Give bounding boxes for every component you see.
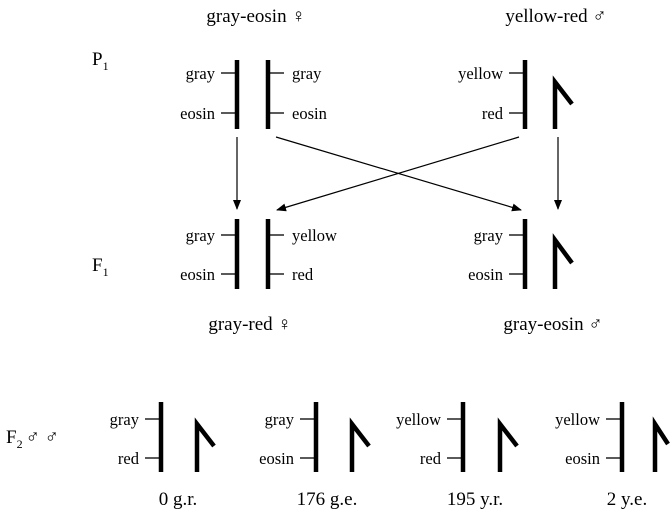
f1-male-title: gray-eosin ♂ — [503, 314, 602, 335]
allele-label: gray — [474, 226, 504, 245]
offspring-count: 195 y.r. — [447, 489, 503, 510]
f2-male-yellow-eosin: yellow eosin 2 y.e. — [555, 402, 670, 510]
allele-label: yellow — [292, 226, 337, 245]
offspring-count: 2 y.e. — [607, 489, 647, 510]
allele-label: gray — [186, 226, 216, 245]
f1-generation-label: F1 — [92, 255, 109, 279]
p1-female-chromosome-pair: gray eosin gray eosin — [180, 60, 327, 129]
allele-label: eosin — [180, 265, 215, 284]
chromosome-y — [349, 417, 371, 472]
allele-label: red — [482, 104, 504, 123]
allele-label: gray — [186, 64, 216, 83]
allele-label: eosin — [180, 104, 215, 123]
offspring-count: 0 g.r. — [159, 489, 198, 510]
allele-label: eosin — [292, 104, 327, 123]
chromosome-y — [552, 233, 574, 289]
allele-label: eosin — [565, 449, 600, 468]
f2-male-yellow-red: yellow red 195 y.r. — [396, 402, 519, 510]
f2-male-gray-eosin: gray eosin 176 g.e. — [259, 402, 371, 510]
allele-label: red — [292, 265, 314, 284]
f1-female-title: gray-red ♀ — [208, 314, 291, 335]
allele-label: gray — [265, 410, 295, 429]
chromosome-y — [194, 417, 216, 472]
f1-male-chromosome-pair: gray eosin — [468, 219, 574, 289]
allele-label: yellow — [396, 410, 441, 429]
f2-generation-label: F2♂ ♂ — [6, 427, 59, 451]
allele-label: yellow — [555, 410, 600, 429]
p1-female-title: gray-eosin ♀ — [206, 6, 305, 27]
p1-male-chromosome-pair: yellow red — [458, 60, 574, 129]
chromosome-y — [552, 75, 574, 129]
allele-label: yellow — [458, 64, 503, 83]
chromosome-y — [652, 416, 670, 472]
allele-label: eosin — [259, 449, 294, 468]
allele-label: eosin — [468, 265, 503, 284]
p1-male-title: yellow-red ♂ — [505, 6, 606, 27]
chromosome-y — [497, 417, 519, 472]
allele-label: red — [420, 449, 442, 468]
allele-label: gray — [110, 410, 140, 429]
f2-male-gray-red: gray red 0 g.r. — [110, 402, 216, 510]
p1-generation-label: P1 — [92, 49, 109, 73]
f1-female-chromosome-pair: gray eosin yellow red — [180, 219, 337, 289]
arrow-father-to-daughter — [276, 136, 520, 212]
allele-label: gray — [292, 64, 322, 83]
offspring-count: 176 g.e. — [297, 489, 358, 510]
allele-label: red — [118, 449, 140, 468]
inheritance-arrows — [233, 136, 562, 212]
